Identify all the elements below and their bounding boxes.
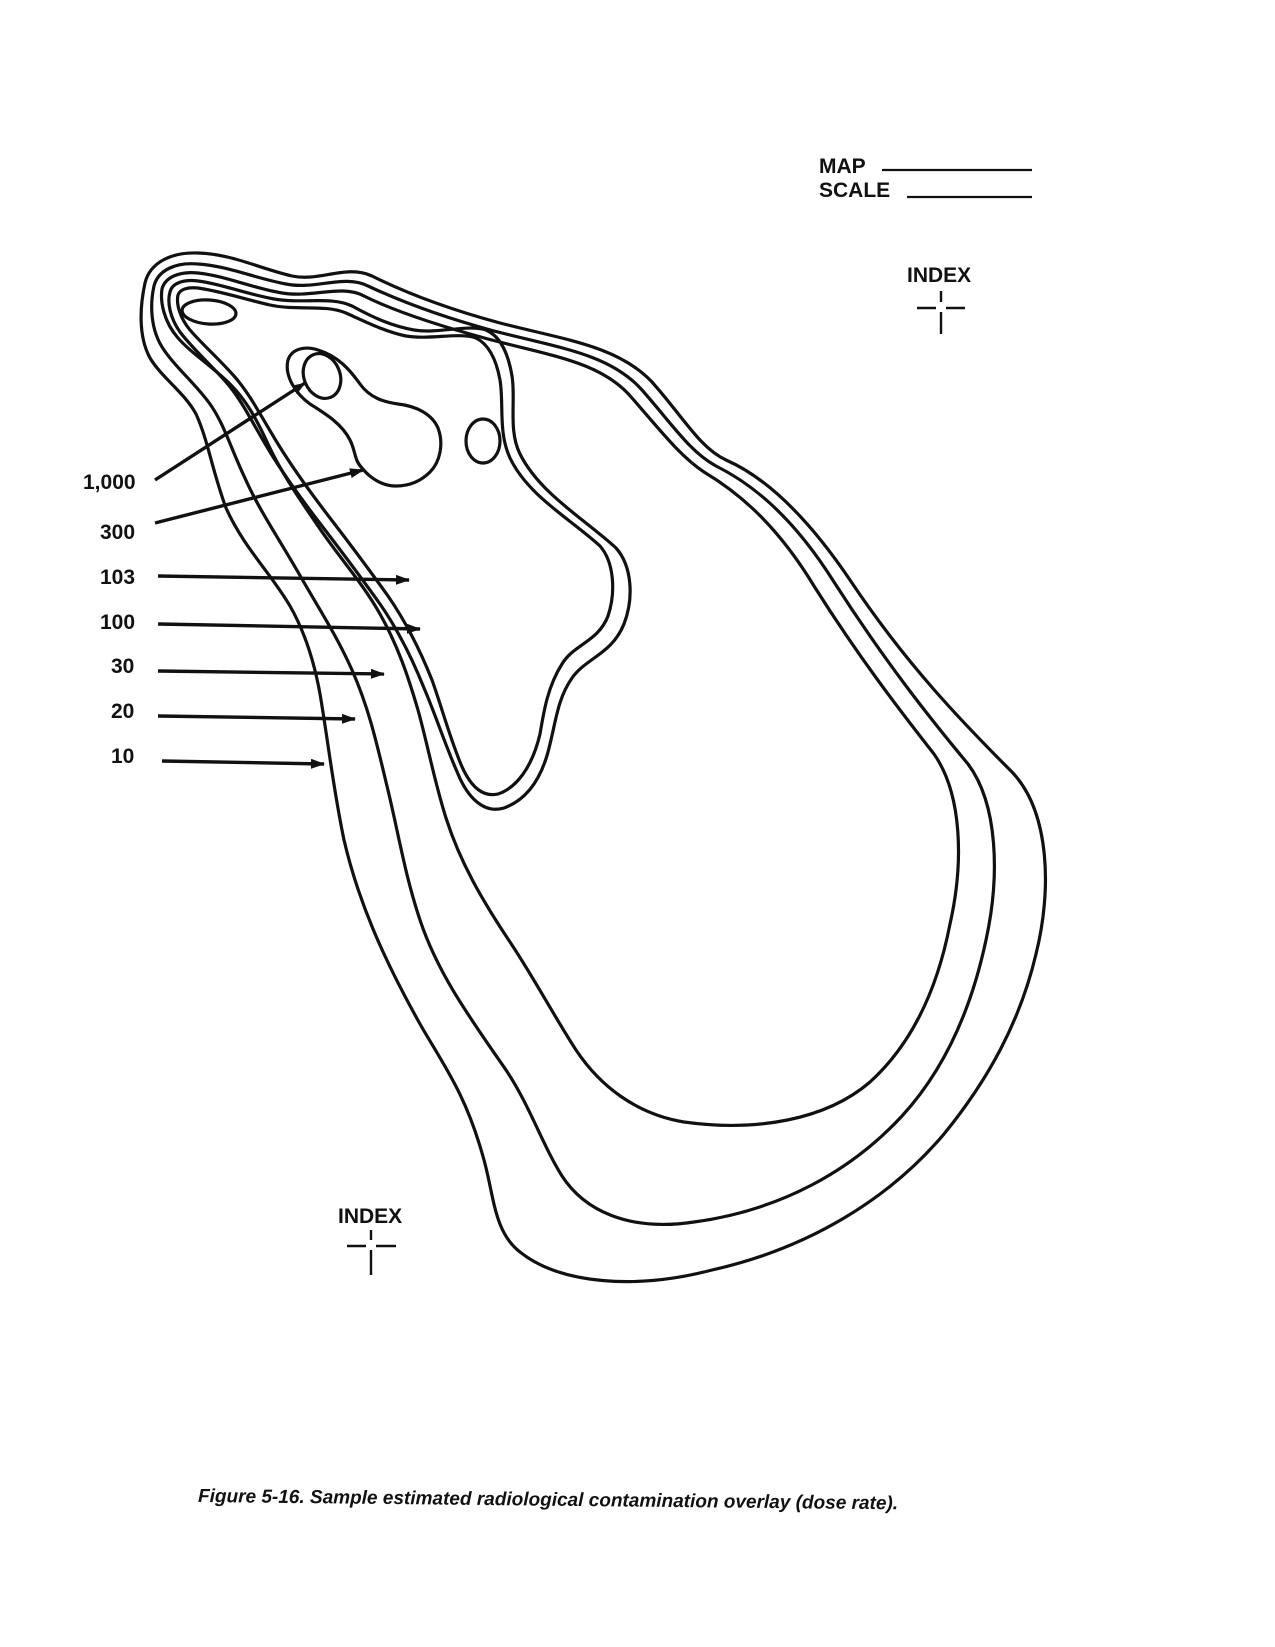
scale-label: SCALE xyxy=(819,179,890,202)
index-mark-bottom-left: INDEX xyxy=(338,1205,402,1275)
map-scale-block: MAP SCALE xyxy=(819,155,1032,202)
index-label-bottom: INDEX xyxy=(338,1205,402,1228)
map-label: MAP xyxy=(819,155,866,178)
contour-100 xyxy=(167,278,632,811)
dose-label-1000: 1,000 xyxy=(83,471,136,494)
contour-30 xyxy=(159,271,961,1127)
crosshair-icon xyxy=(347,1230,396,1275)
dose-label-300: 300 xyxy=(100,521,135,544)
dose-label-103: 103 xyxy=(100,566,135,589)
arrow-20 xyxy=(157,713,356,724)
dose-rate-labels: 1,000 300 103 100 30 20 10 xyxy=(83,471,136,768)
leader-arrows xyxy=(154,381,421,769)
contour-lines xyxy=(139,251,1048,1284)
contour-300 xyxy=(285,346,443,488)
arrow-10 xyxy=(161,758,325,769)
contour-10 xyxy=(139,251,1048,1284)
arrow-30 xyxy=(157,668,385,679)
figure-caption: Figure 5-16. Sample estimated radiologic… xyxy=(198,1486,898,1514)
contour-1000-peak-b xyxy=(301,352,343,400)
index-mark-top-right: INDEX xyxy=(907,264,971,334)
arrow-1000 xyxy=(154,381,306,482)
dose-label-100: 100 xyxy=(100,611,135,634)
arrow-100 xyxy=(157,622,421,634)
contour-1000-peak-a xyxy=(180,298,238,326)
dose-label-20: 20 xyxy=(111,700,134,723)
contour-20 xyxy=(150,262,996,1227)
crosshair-icon xyxy=(917,291,965,334)
dose-label-10: 10 xyxy=(111,745,134,768)
index-label-top: INDEX xyxy=(907,264,971,287)
contour-1000-peak-c xyxy=(464,417,502,465)
arrow-300 xyxy=(154,468,364,525)
dose-label-30: 30 xyxy=(111,655,134,678)
contour-103 xyxy=(175,286,615,797)
arrow-103 xyxy=(157,574,410,585)
